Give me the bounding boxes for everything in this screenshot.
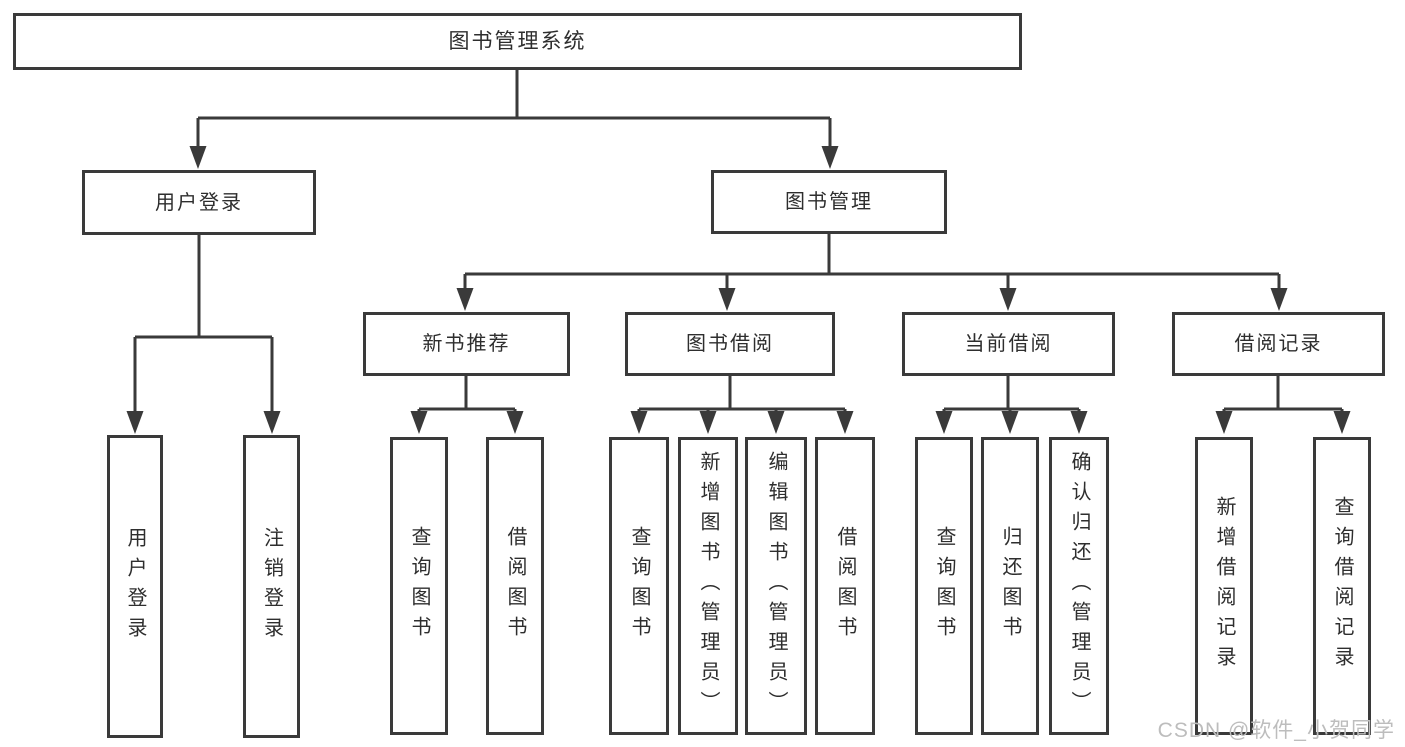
node-book-borrow-label: 图书借阅	[686, 333, 774, 355]
leaf-add-book-admin: 新增图书（管理员）	[678, 437, 738, 735]
arrowhead	[699, 411, 717, 434]
leaf-user-login-label: 用户登录	[124, 526, 146, 647]
leaf-recommend-query-book: 查询图书	[390, 437, 448, 735]
arrowhead	[410, 411, 428, 434]
arrowhead	[935, 411, 953, 434]
node-borrow-record: 借阅记录	[1172, 312, 1385, 376]
leaf-borrow-book-label: 借阅图书	[834, 526, 856, 646]
leaf-edit-book-admin-label: 编辑图书（管理员）	[765, 451, 787, 721]
connector-book-borrow-to-leaves	[637, 376, 847, 415]
connector-new-book-to-leaves	[417, 376, 517, 415]
node-user-login: 用户登录	[82, 170, 316, 235]
arrowhead	[836, 411, 854, 434]
arrowhead	[126, 411, 144, 434]
node-new-book-recommend-label: 新书推荐	[422, 333, 511, 355]
leaf-borrow-query-book: 查询图书	[609, 437, 669, 735]
arrowhead	[1270, 288, 1288, 311]
connector-user-login-to-leaves	[133, 235, 274, 415]
node-current-borrow: 当前借阅	[902, 312, 1115, 376]
node-user-login-label: 用户登录	[155, 191, 243, 214]
connector-book-management-to-level3	[463, 234, 1281, 292]
arrowhead	[263, 411, 281, 434]
leaf-return-book: 归还图书	[981, 437, 1039, 735]
arrowhead	[506, 411, 524, 434]
leaf-recommend-borrow-book-label: 借阅图书	[504, 526, 526, 646]
leaf-user-login: 用户登录	[107, 435, 163, 738]
arrowhead	[1070, 411, 1088, 434]
arrowhead	[1215, 411, 1233, 434]
arrowhead	[456, 288, 474, 311]
node-new-book-recommend: 新书推荐	[363, 312, 570, 376]
arrowhead	[1001, 411, 1019, 434]
leaf-add-borrow-record: 新增借阅记录	[1195, 437, 1253, 735]
leaf-current-query-book-label: 查询图书	[933, 526, 955, 646]
arrowheads	[126, 146, 1351, 434]
node-library-management-system: 图书管理系统	[13, 13, 1022, 70]
leaf-logout-label: 注销登录	[260, 526, 283, 647]
node-book-management-label: 图书管理	[785, 191, 873, 213]
leaf-query-borrow-record-label: 查询借阅记录	[1331, 496, 1353, 676]
arrowhead	[1333, 411, 1351, 434]
leaf-return-book-label: 归还图书	[999, 526, 1021, 646]
connector-borrow-record-to-leaves	[1222, 376, 1344, 415]
connector-root-to-level2	[196, 70, 832, 150]
leaf-add-book-admin-label: 新增图书（管理员）	[697, 451, 719, 721]
node-current-borrow-label: 当前借阅	[964, 333, 1053, 355]
node-book-management: 图书管理	[711, 170, 947, 234]
leaf-query-borrow-record: 查询借阅记录	[1313, 437, 1371, 735]
leaf-recommend-query-book-label: 查询图书	[408, 526, 430, 646]
arrowhead	[189, 146, 207, 169]
arrowhead	[630, 411, 648, 434]
leaf-current-query-book: 查询图书	[915, 437, 973, 735]
leaf-add-borrow-record-label: 新增借阅记录	[1213, 496, 1235, 676]
leaf-recommend-borrow-book: 借阅图书	[486, 437, 544, 735]
node-book-borrow: 图书借阅	[625, 312, 835, 376]
node-library-management-system-label: 图书管理系统	[448, 30, 587, 53]
leaf-borrow-book: 借阅图书	[815, 437, 875, 735]
leaf-logout: 注销登录	[243, 435, 300, 738]
node-borrow-record-label: 借阅记录	[1234, 333, 1323, 355]
leaf-confirm-return-admin-label: 确认归还（管理员）	[1068, 451, 1090, 721]
leaf-edit-book-admin: 编辑图书（管理员）	[745, 437, 807, 735]
arrowhead	[767, 411, 785, 434]
leaf-confirm-return-admin: 确认归还（管理员）	[1049, 437, 1109, 735]
csdn-watermark: CSDN @软件_小贺同学	[1157, 719, 1395, 742]
arrowhead	[821, 146, 839, 169]
connector-current-borrow-to-leaves	[942, 376, 1081, 415]
arrowhead	[999, 288, 1017, 311]
leaf-borrow-query-book-label: 查询图书	[628, 526, 650, 646]
arrowhead	[718, 288, 736, 311]
